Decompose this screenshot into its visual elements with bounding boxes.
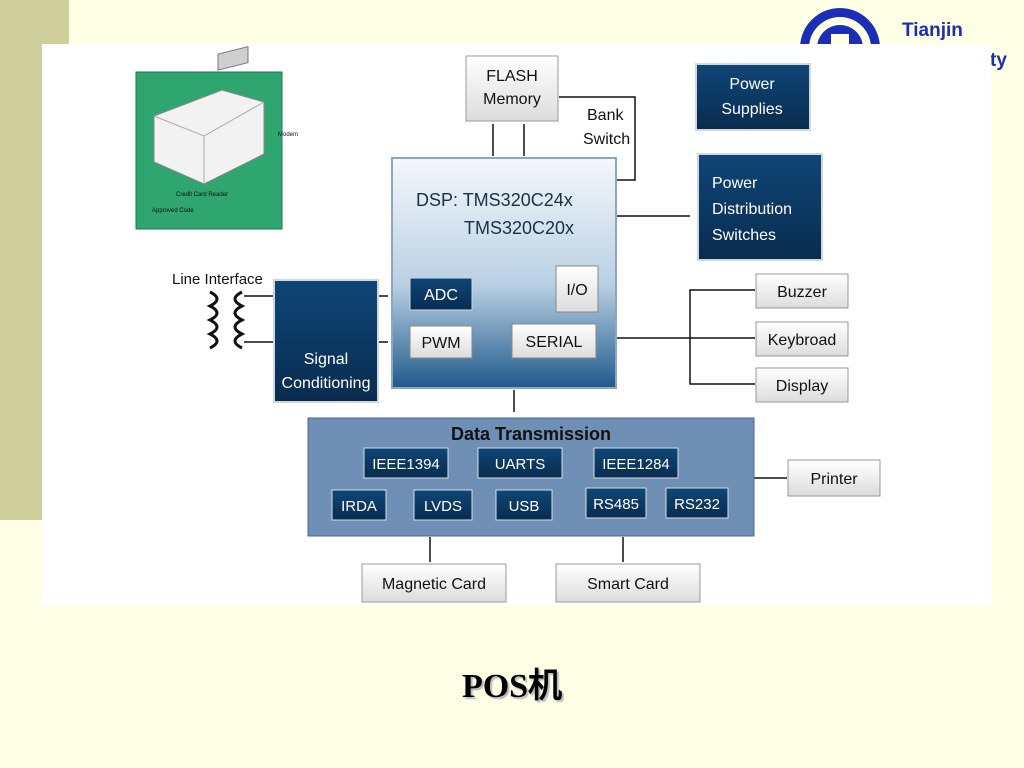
printer-block: Printer	[787, 459, 881, 497]
power-supplies-label-2: Supplies	[721, 101, 782, 118]
power-supplies-label-1: Power	[729, 76, 775, 93]
slide-caption: POS机	[461, 668, 563, 705]
magnetic-card-label: Magnetic Card	[382, 576, 486, 593]
power-supplies-block: Power Supplies	[695, 63, 811, 131]
data-transmission-block: Data Transmission IEEE1394 UARTS IEEE128…	[307, 417, 755, 537]
pos-block-diagram: Modem Credit Card Reader Approved Code F…	[135, 46, 881, 603]
pos-modem-label: Modem	[278, 132, 298, 138]
flash-memory-block: FLASH Memory	[465, 55, 559, 122]
signal-cond-label-1: Signal	[304, 351, 348, 368]
power-dist-label-2: Distribution	[712, 201, 792, 218]
power-distribution-block: Power Distribution Switches	[697, 153, 823, 261]
keyboard-block: Keybroad	[755, 321, 849, 357]
buzzer-block: Buzzer	[755, 273, 849, 309]
display-label: Display	[776, 378, 828, 395]
line-interface-label: Line Interface	[172, 271, 263, 288]
pos-reader-label: Credit Card Reader	[176, 192, 228, 198]
signal-cond-label-2: Conditioning	[282, 375, 371, 392]
printer-label: Printer	[810, 471, 858, 488]
usb-label: USB	[509, 498, 540, 515]
ieee1394-label: IEEE1394	[372, 456, 440, 473]
university-name-line2: ty	[990, 50, 1007, 71]
rs485-label: RS485	[593, 496, 639, 513]
buzzer-label: Buzzer	[777, 284, 827, 301]
adc-label: ADC	[424, 287, 458, 304]
smart-card-block: Smart Card	[555, 563, 701, 603]
display-block: Display	[755, 367, 849, 403]
pos-terminal-image: Modem Credit Card Reader Approved Code	[135, 46, 298, 230]
keyboard-label: Keybroad	[768, 332, 837, 349]
flash-label-1: FLASH	[486, 68, 538, 85]
bank-switch-label-1: Bank	[587, 107, 624, 124]
lvds-label: LVDS	[424, 498, 462, 515]
power-dist-label-1: Power	[712, 175, 758, 192]
bank-switch-label-2: Switch	[583, 131, 630, 148]
university-name-line1: Tianjin	[902, 20, 963, 41]
ieee1284-label: IEEE1284	[602, 456, 670, 473]
serial-label: SERIAL	[526, 334, 583, 351]
pwm-label: PWM	[421, 335, 460, 352]
pos-approved-label: Approved Code	[152, 208, 194, 214]
dsp-block: DSP: TMS320C24x TMS320C20x ADC I/O PWM S…	[391, 157, 617, 389]
uarts-label: UARTS	[495, 456, 546, 473]
data-transmission-title: Data Transmission	[451, 424, 611, 444]
rs232-label: RS232	[674, 496, 720, 513]
smart-card-label: Smart Card	[587, 576, 669, 593]
signal-conditioning-block: Signal Conditioning	[273, 279, 379, 403]
flash-label-2: Memory	[483, 91, 541, 108]
io-label: I/O	[566, 282, 587, 299]
diagram-panel: Modem Credit Card Reader Approved Code F…	[42, 44, 991, 606]
university-seal-logo	[800, 8, 880, 48]
dsp-title-line1: DSP: TMS320C24x	[416, 190, 573, 210]
dsp-title-line2: TMS320C20x	[464, 218, 574, 238]
magnetic-card-block: Magnetic Card	[361, 563, 507, 603]
transformer-coil-icon	[206, 290, 246, 350]
irda-label: IRDA	[341, 498, 377, 515]
power-dist-label-3: Switches	[712, 227, 776, 244]
